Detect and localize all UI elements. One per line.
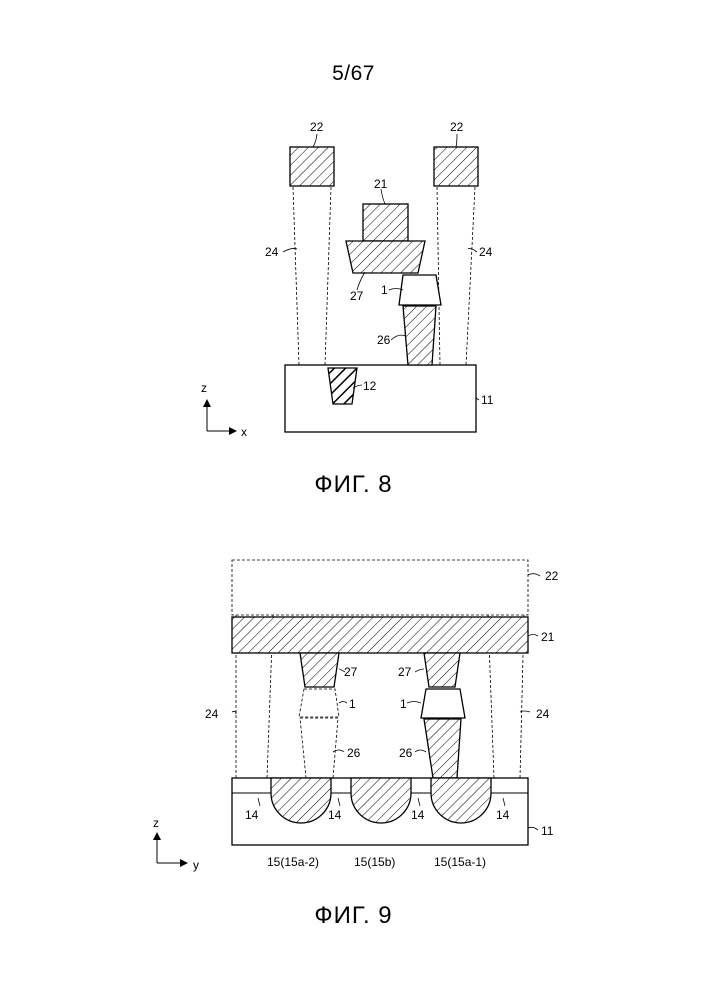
- label-27: 27: [350, 289, 364, 303]
- block-21: [363, 204, 408, 241]
- label-26: 26: [377, 333, 391, 347]
- axis-z-label-fig9: z: [153, 816, 159, 830]
- label-24-left-fig9: 24: [205, 707, 219, 721]
- label-26-left-fig9: 26: [347, 746, 361, 760]
- label-15a-2: 15(15a-2): [267, 855, 319, 869]
- figure-9: 22 21 27 27 1 1 24 24 26 26 14 14 14 14 …: [153, 560, 559, 872]
- axis-x-label-fig8: x: [241, 425, 247, 439]
- label-22-left: 22: [310, 120, 324, 134]
- label-11-fig9: 11: [541, 824, 554, 838]
- label-26-right-fig9: 26: [399, 746, 413, 760]
- label-1: 1: [381, 283, 388, 297]
- figure-9-caption: ФИГ. 9: [0, 902, 707, 930]
- block-22-left: [290, 147, 334, 186]
- label-24-right: 24: [479, 245, 493, 259]
- element-1: [399, 275, 441, 305]
- label-24-left: 24: [265, 245, 279, 259]
- label-22-fig9: 22: [545, 569, 559, 583]
- plate-21: [232, 617, 528, 653]
- tip-27-right: [424, 653, 460, 687]
- label-11: 11: [481, 393, 494, 407]
- axis-y-label-fig9: y: [193, 858, 199, 872]
- label-24-right-fig9: 24: [536, 707, 550, 721]
- label-12: 12: [363, 379, 377, 393]
- label-1-left-fig9: 1: [349, 697, 356, 711]
- label-14-c: 14: [411, 808, 425, 822]
- tip-27: [346, 241, 425, 273]
- label-14-a: 14: [245, 808, 259, 822]
- block-22-right: [434, 147, 478, 186]
- axes-fig9: [157, 833, 187, 863]
- pillar-26-dashed: [300, 718, 338, 778]
- element-1-right: [421, 689, 465, 718]
- label-15a-1: 15(15a-1): [434, 855, 486, 869]
- figure-8: 22 22 21 24 24 27 1 26 12 11 z x: [201, 120, 494, 439]
- figure-8-caption: ФИГ. 8: [0, 471, 707, 499]
- axes-fig8: [207, 400, 236, 431]
- pillar-26-right: [424, 719, 461, 778]
- tip-27-left: [300, 653, 339, 687]
- element-1-dashed: [299, 689, 339, 717]
- label-14-b: 14: [328, 808, 342, 822]
- label-15b: 15(15b): [354, 855, 395, 869]
- block-22-dashed: [232, 560, 528, 615]
- axis-z-label-fig8: z: [201, 381, 207, 395]
- label-27-right-fig9: 27: [398, 665, 412, 679]
- element-12: [328, 368, 357, 404]
- substrate-11: [285, 365, 476, 432]
- label-21: 21: [374, 177, 388, 191]
- label-21-fig9: 21: [541, 630, 555, 644]
- label-27-left-fig9: 27: [344, 665, 358, 679]
- label-1-right-fig9: 1: [400, 697, 407, 711]
- pillar-26: [403, 306, 436, 365]
- label-14-d: 14: [496, 808, 510, 822]
- label-22-right: 22: [450, 120, 464, 134]
